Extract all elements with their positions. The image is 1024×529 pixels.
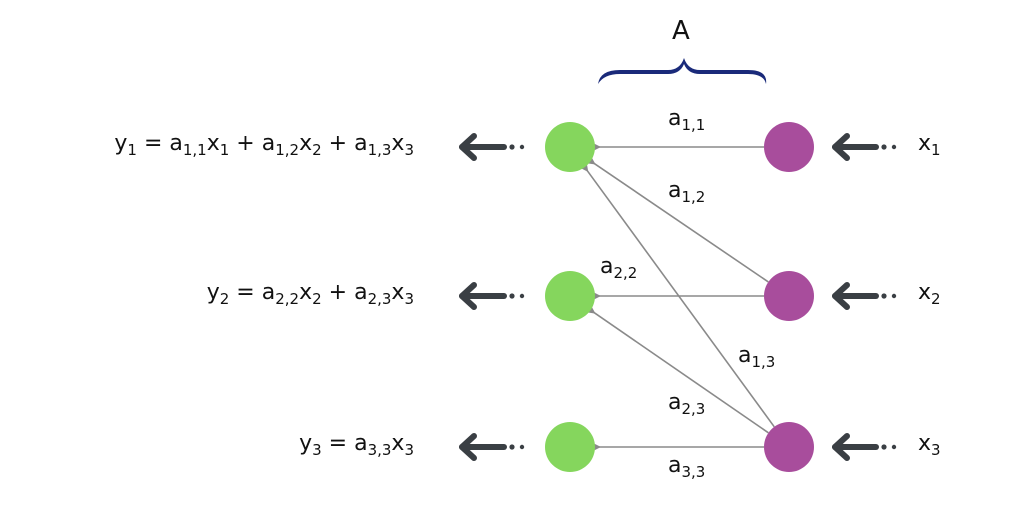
output-arrow-icon — [459, 133, 525, 161]
equation-subscript: 2 — [312, 141, 322, 159]
input-node-x3 — [764, 422, 814, 472]
edge-label-subscript: 1,2 — [681, 188, 706, 206]
output-arrow-icon — [459, 433, 525, 461]
edge-label: a2,3 — [668, 390, 705, 417]
edge-label-base: a — [600, 254, 614, 279]
output-node-y2 — [545, 271, 595, 321]
input-base: x — [918, 131, 932, 156]
edge-label: a2,2 — [600, 254, 637, 281]
input-arrow-icon — [832, 282, 897, 310]
edge-label-subscript: 3,3 — [681, 463, 706, 481]
edge-label-base: a — [738, 343, 752, 368]
input-arrow-icon — [832, 133, 897, 161]
output-arrow-icon — [459, 282, 525, 310]
output-equation-y1: y1 = a1,1x1 + a1,2x2 + a1,3x3 — [114, 131, 414, 158]
output-node-y3 — [545, 422, 595, 472]
equation-subscript: 2 — [219, 290, 230, 308]
equation-term: + a — [321, 131, 368, 156]
edge-label-base: a — [668, 106, 682, 131]
input-subscript: 3 — [931, 441, 941, 459]
input-base: x — [918, 431, 932, 456]
input-subscript: 1 — [931, 141, 941, 159]
equation-subscript: 3 — [404, 141, 414, 159]
edge-label-subscript: 1,1 — [681, 116, 706, 134]
equation-term: x — [391, 280, 405, 305]
equation-subscript: 1 — [219, 141, 230, 159]
equation-subscript: 3 — [404, 290, 414, 308]
equation-term: y — [299, 431, 313, 456]
equation-term: + a — [321, 280, 368, 305]
edge-label: a3,3 — [668, 453, 705, 480]
edge-a1-2 — [584, 154, 769, 283]
equation-term: x — [206, 131, 220, 156]
equation-term: x — [391, 131, 405, 156]
input-label-x2: x2 — [918, 280, 941, 307]
equation-subscript: 3 — [312, 441, 322, 459]
input-node-x1 — [764, 122, 814, 172]
equation-subscript: 2 — [312, 290, 322, 308]
equation-term: y — [114, 131, 128, 156]
equation-subscript: 1 — [127, 141, 137, 159]
input-subscript: 2 — [931, 290, 941, 308]
equation-term: = a — [229, 280, 276, 305]
input-label-x1: x1 — [918, 131, 941, 158]
edge-label-base: a — [668, 453, 682, 478]
edge-label: a1,2 — [668, 178, 705, 205]
equation-term: x — [391, 431, 405, 456]
brace-icon — [598, 58, 767, 84]
equation-term: x — [299, 131, 313, 156]
matrix-label: A — [672, 16, 690, 46]
equation-term: + a — [229, 131, 276, 156]
output-equation-y2: y2 = a2,2x2 + a2,3x3 — [206, 280, 414, 307]
edge-label: a1,3 — [738, 343, 775, 370]
equation-subscript: 2,3 — [367, 290, 392, 308]
equation-subscript: 1,1 — [182, 141, 207, 159]
equation-subscript: 1,2 — [275, 141, 300, 159]
input-arrow-icon — [832, 433, 897, 461]
edge-a2-3 — [584, 303, 769, 434]
equation-term: x — [299, 280, 313, 305]
equation-subscript: 2,2 — [275, 290, 300, 308]
equation-term: = a — [321, 431, 368, 456]
equation-subscript: 3 — [404, 441, 414, 459]
edge-label-base: a — [668, 390, 682, 415]
input-label-x3: x3 — [918, 431, 941, 458]
equation-term: = a — [136, 131, 183, 156]
input-node-x2 — [764, 271, 814, 321]
output-node-y1 — [545, 122, 595, 172]
edge-label-subscript: 1,3 — [751, 353, 776, 371]
edge-label-base: a — [668, 178, 682, 203]
edge-label-subscript: 2,3 — [681, 400, 706, 418]
output-equation-y3: y3 = a3,3x3 — [299, 431, 414, 458]
input-base: x — [918, 280, 932, 305]
equation-term: y — [206, 280, 220, 305]
equation-subscript: 1,3 — [367, 141, 392, 159]
equation-subscript: 3,3 — [367, 441, 392, 459]
edge-a1-3 — [578, 161, 775, 428]
edge-label-subscript: 2,2 — [613, 264, 638, 282]
edge-label: a1,1 — [668, 106, 705, 133]
